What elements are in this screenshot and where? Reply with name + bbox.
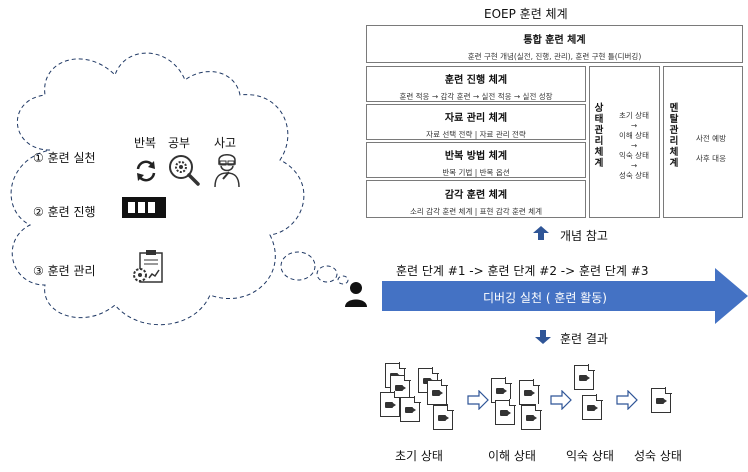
diagram-title: EOEP 훈련 체계 — [484, 7, 568, 21]
data-system-title: 자료 관리 체계 — [444, 113, 508, 124]
reference-label: 개념 참고 — [560, 229, 608, 243]
document-video-icon — [400, 396, 421, 422]
thought-cloud — [10, 52, 349, 326]
document-video-icon — [380, 391, 401, 417]
person-icon — [345, 282, 367, 307]
result-state-understanding: 이해 상태 — [488, 449, 536, 463]
label-think: 사고 — [214, 136, 237, 150]
document-video-icon — [427, 379, 448, 405]
progress-system-box: 훈련 진행 체계 훈련 적응 → 감각 훈련 → 실전 적응 → 실전 성장 — [366, 66, 586, 102]
down-arrow-icon — [535, 330, 551, 344]
sense-system-box: 감각 훈련 체계 소리 감각 훈련 체계 | 표현 감각 훈련 체계 — [366, 180, 586, 218]
sense-system-title: 감각 훈련 체계 — [444, 190, 508, 201]
result-state-initial: 초기 상태 — [395, 449, 443, 463]
integrated-system-box: 통합 훈련 체계 훈련 구현 개념(실전, 진행, 관리), 훈련 구현 틀(디… — [366, 25, 743, 63]
state-arrow-1 — [467, 390, 489, 410]
up-arrow-icon — [533, 226, 549, 240]
sense-system-sub: 소리 감각 훈련 체계 | 표현 감각 훈련 체계 — [410, 207, 542, 216]
debugging-arrow — [382, 268, 748, 324]
progress-system-sub: 훈련 적응 → 감각 훈련 → 실전 적응 → 실전 성장 — [399, 92, 553, 101]
state-list: 초기 상태→ 이해 상태→ 익숙 상태→ 성숙 상태 — [619, 111, 649, 180]
thinking-person-icon — [214, 154, 240, 188]
repeat-system-title: 반복 방법 체계 — [444, 151, 508, 162]
progress-bar-icon — [122, 197, 166, 218]
repeat-icon — [136, 160, 156, 182]
mental-system-box — [663, 66, 743, 218]
document-video-icon — [433, 404, 454, 430]
management-clipboard-icon — [133, 250, 163, 283]
result-state-familiar: 익숙 상태 — [566, 449, 614, 463]
document-video-icon — [582, 394, 603, 420]
document-video-icon — [651, 387, 672, 413]
document-video-icon — [495, 399, 516, 425]
document-video-icon — [521, 404, 542, 430]
integrated-system-sub: 훈련 구현 개념(실전, 진행, 관리), 훈련 구현 틀(디버깅) — [467, 52, 642, 61]
mental-list: 사전 예방 사후 대응 — [696, 134, 726, 163]
debugging-arrow-text: 디버깅 실천 ( 훈련 활동) — [483, 291, 607, 305]
stages-text: 훈련 단계 #1 -> 훈련 단계 #2 -> 훈련 단계 #3 — [396, 264, 649, 278]
cloud-item-practice: ① 훈련 실천 — [33, 151, 96, 165]
study-gear-icon — [169, 155, 200, 186]
state-arrow-3 — [616, 390, 638, 410]
cloud-item-management: ③ 훈련 관리 — [33, 264, 96, 278]
document-video-icon — [574, 364, 595, 390]
document-video-icon — [491, 377, 512, 403]
data-system-sub: 자료 선택 전략 | 자료 관리 전략 — [426, 130, 526, 139]
cloud-item-progress: ② 훈련 진행 — [33, 205, 96, 219]
label-study: 공부 — [168, 136, 191, 150]
state-arrow-2 — [550, 390, 572, 410]
repeat-system-sub: 반복 기법 | 반복 옵션 — [442, 168, 510, 177]
result-state-mature: 성숙 상태 — [634, 449, 682, 463]
document-video-icon — [519, 379, 540, 405]
repeat-system-box: 반복 방법 체계 반복 기법 | 반복 옵션 — [366, 142, 586, 178]
result-label: 훈련 결과 — [560, 332, 608, 346]
data-system-box: 자료 관리 체계 자료 선택 전략 | 자료 관리 전략 — [366, 104, 586, 140]
progress-system-title: 훈련 진행 체계 — [444, 75, 508, 86]
label-repeat: 반복 — [134, 136, 157, 150]
state-system-box — [589, 66, 660, 218]
integrated-system-title: 통합 훈련 체계 — [523, 35, 586, 46]
